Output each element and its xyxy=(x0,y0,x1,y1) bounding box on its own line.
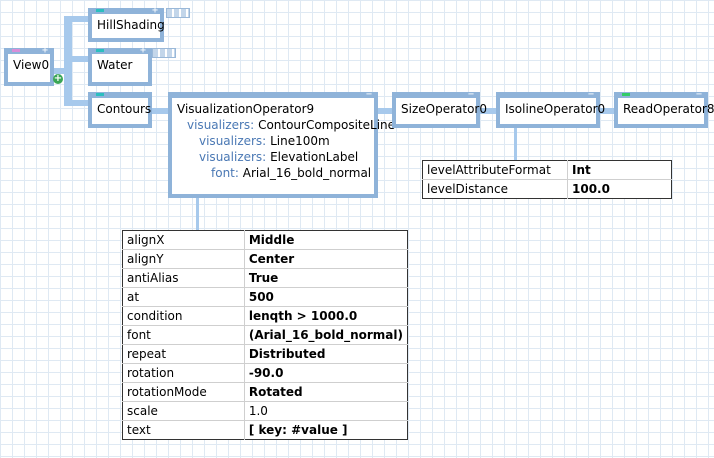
connector-view-to-layers xyxy=(52,68,68,74)
connector-contours-visualization xyxy=(152,108,168,114)
property-value[interactable]: Distributed xyxy=(244,344,408,364)
visualizer-value: ContourCompositeLine xyxy=(258,118,396,132)
expand-icon[interactable]: + xyxy=(139,45,146,56)
isoline-operator-label: IsolineOperator0 xyxy=(505,102,606,116)
property-value[interactable]: 500 xyxy=(244,287,408,307)
isoline-operator-node[interactable]: − IsolineOperator0 xyxy=(496,89,605,128)
property-value[interactable]: (Arial_16_bold_normal) xyxy=(244,325,408,345)
connector-visualization-size xyxy=(378,108,392,114)
visualizer-line: visualizers: ContourCompositeLine xyxy=(177,117,395,133)
table-row[interactable]: levelAttributeFormat Int xyxy=(422,160,672,180)
visualization-operator-node[interactable]: − VisualizationOperator9 visualizers: Co… xyxy=(168,89,395,198)
connector-isoline-props xyxy=(514,128,517,160)
property-name: repeat xyxy=(122,344,245,364)
size-operator-label: SizeOperator0 xyxy=(401,102,487,116)
size-operator-node[interactable]: − SizeOperator0 xyxy=(392,89,487,128)
property-value[interactable]: 100.0 xyxy=(572,182,610,196)
water-node[interactable]: + Water xyxy=(88,45,152,86)
visualizer-key: visualizers: xyxy=(187,118,255,132)
expand-icon[interactable]: + xyxy=(41,45,48,56)
table-row[interactable]: rotation-90.0 xyxy=(122,363,408,383)
property-value[interactable]: 1.0 xyxy=(244,401,408,421)
collapse-icon[interactable]: − xyxy=(587,89,594,100)
table-row[interactable]: levelDistance 100.0 xyxy=(422,179,672,199)
collapsed-children-icon[interactable] xyxy=(152,48,176,58)
property-value[interactable]: Center xyxy=(244,249,408,269)
property-value[interactable]: Middle xyxy=(244,230,408,250)
connector-visualization-label-props xyxy=(196,196,199,230)
visualizer-line: visualizers: ElevationLabel xyxy=(177,149,369,165)
property-name: levelDistance xyxy=(422,179,568,199)
property-value[interactable]: [ key: #value ] xyxy=(248,423,348,437)
property-name: at xyxy=(122,287,245,307)
property-value[interactable]: -90.0 xyxy=(244,363,408,383)
visualizer-key: visualizers: xyxy=(199,150,267,164)
property-value[interactable]: Rotated xyxy=(244,382,408,402)
property-name: antiAlias xyxy=(122,268,245,288)
table-row[interactable]: font(Arial_16_bold_normal) xyxy=(122,325,408,345)
property-value[interactable]: Int xyxy=(567,160,672,180)
property-value[interactable]: True xyxy=(244,268,408,288)
visualizer-line: visualizers: Line100m xyxy=(177,133,369,149)
property-name: rotation xyxy=(122,363,245,383)
visualization-title: VisualizationOperator9 xyxy=(177,102,315,116)
property-name: rotationMode xyxy=(122,382,245,402)
layer-marker xyxy=(96,49,104,52)
view0-node[interactable]: + View0 xyxy=(4,45,54,86)
property-value[interactable]: lenqth > 1000.0 xyxy=(244,306,408,326)
view0-label: View0 xyxy=(13,58,50,72)
connector-isoline-read xyxy=(598,108,614,114)
collapse-icon[interactable]: − xyxy=(695,89,702,100)
visualizer-value: ElevationLabel xyxy=(270,150,359,164)
read-operator-node[interactable]: − ReadOperator8 xyxy=(614,89,714,128)
collapse-icon[interactable]: − xyxy=(467,89,474,100)
property-name: alignX xyxy=(122,230,245,250)
property-name: text xyxy=(122,420,245,440)
collapsed-children-icon[interactable] xyxy=(166,8,190,18)
layer-marker xyxy=(96,93,104,96)
property-name: font xyxy=(122,325,245,345)
layer-marker xyxy=(96,9,104,12)
contours-node[interactable]: Contours xyxy=(88,92,152,128)
connector-to-hillshading xyxy=(64,16,88,22)
property-name: condition xyxy=(122,306,245,326)
table-row[interactable]: text[ key: #value ] xyxy=(122,420,408,440)
hillshading-label: HillShading xyxy=(97,18,165,32)
font-line: font: Arial_16_bold_normal xyxy=(177,165,372,181)
connector-size-isoline xyxy=(478,108,496,114)
read-operator-label: ReadOperator8 xyxy=(623,102,714,116)
connector-to-contours xyxy=(64,100,88,106)
view-marker xyxy=(12,49,20,52)
contours-label: Contours xyxy=(97,102,152,116)
read-marker xyxy=(622,93,630,96)
isoline-properties-table: levelAttributeFormat Int levelDistance 1… xyxy=(422,160,672,199)
water-label: Water xyxy=(97,58,133,72)
property-name: alignY xyxy=(122,249,245,269)
property-name: scale xyxy=(122,401,245,421)
connector-to-water xyxy=(64,56,88,62)
property-name: levelAttributeFormat xyxy=(422,160,568,180)
add-layer-icon[interactable]: + xyxy=(53,73,63,84)
hillshading-node[interactable]: + HillShading xyxy=(88,5,165,42)
font-key: font: xyxy=(211,166,239,180)
visualizer-value: Line100m xyxy=(270,134,330,148)
visualizer-key: visualizers: xyxy=(199,134,267,148)
expand-icon[interactable]: + xyxy=(151,5,158,16)
font-value: Arial_16_bold_normal xyxy=(242,166,372,180)
collapse-icon[interactable]: − xyxy=(365,89,372,100)
